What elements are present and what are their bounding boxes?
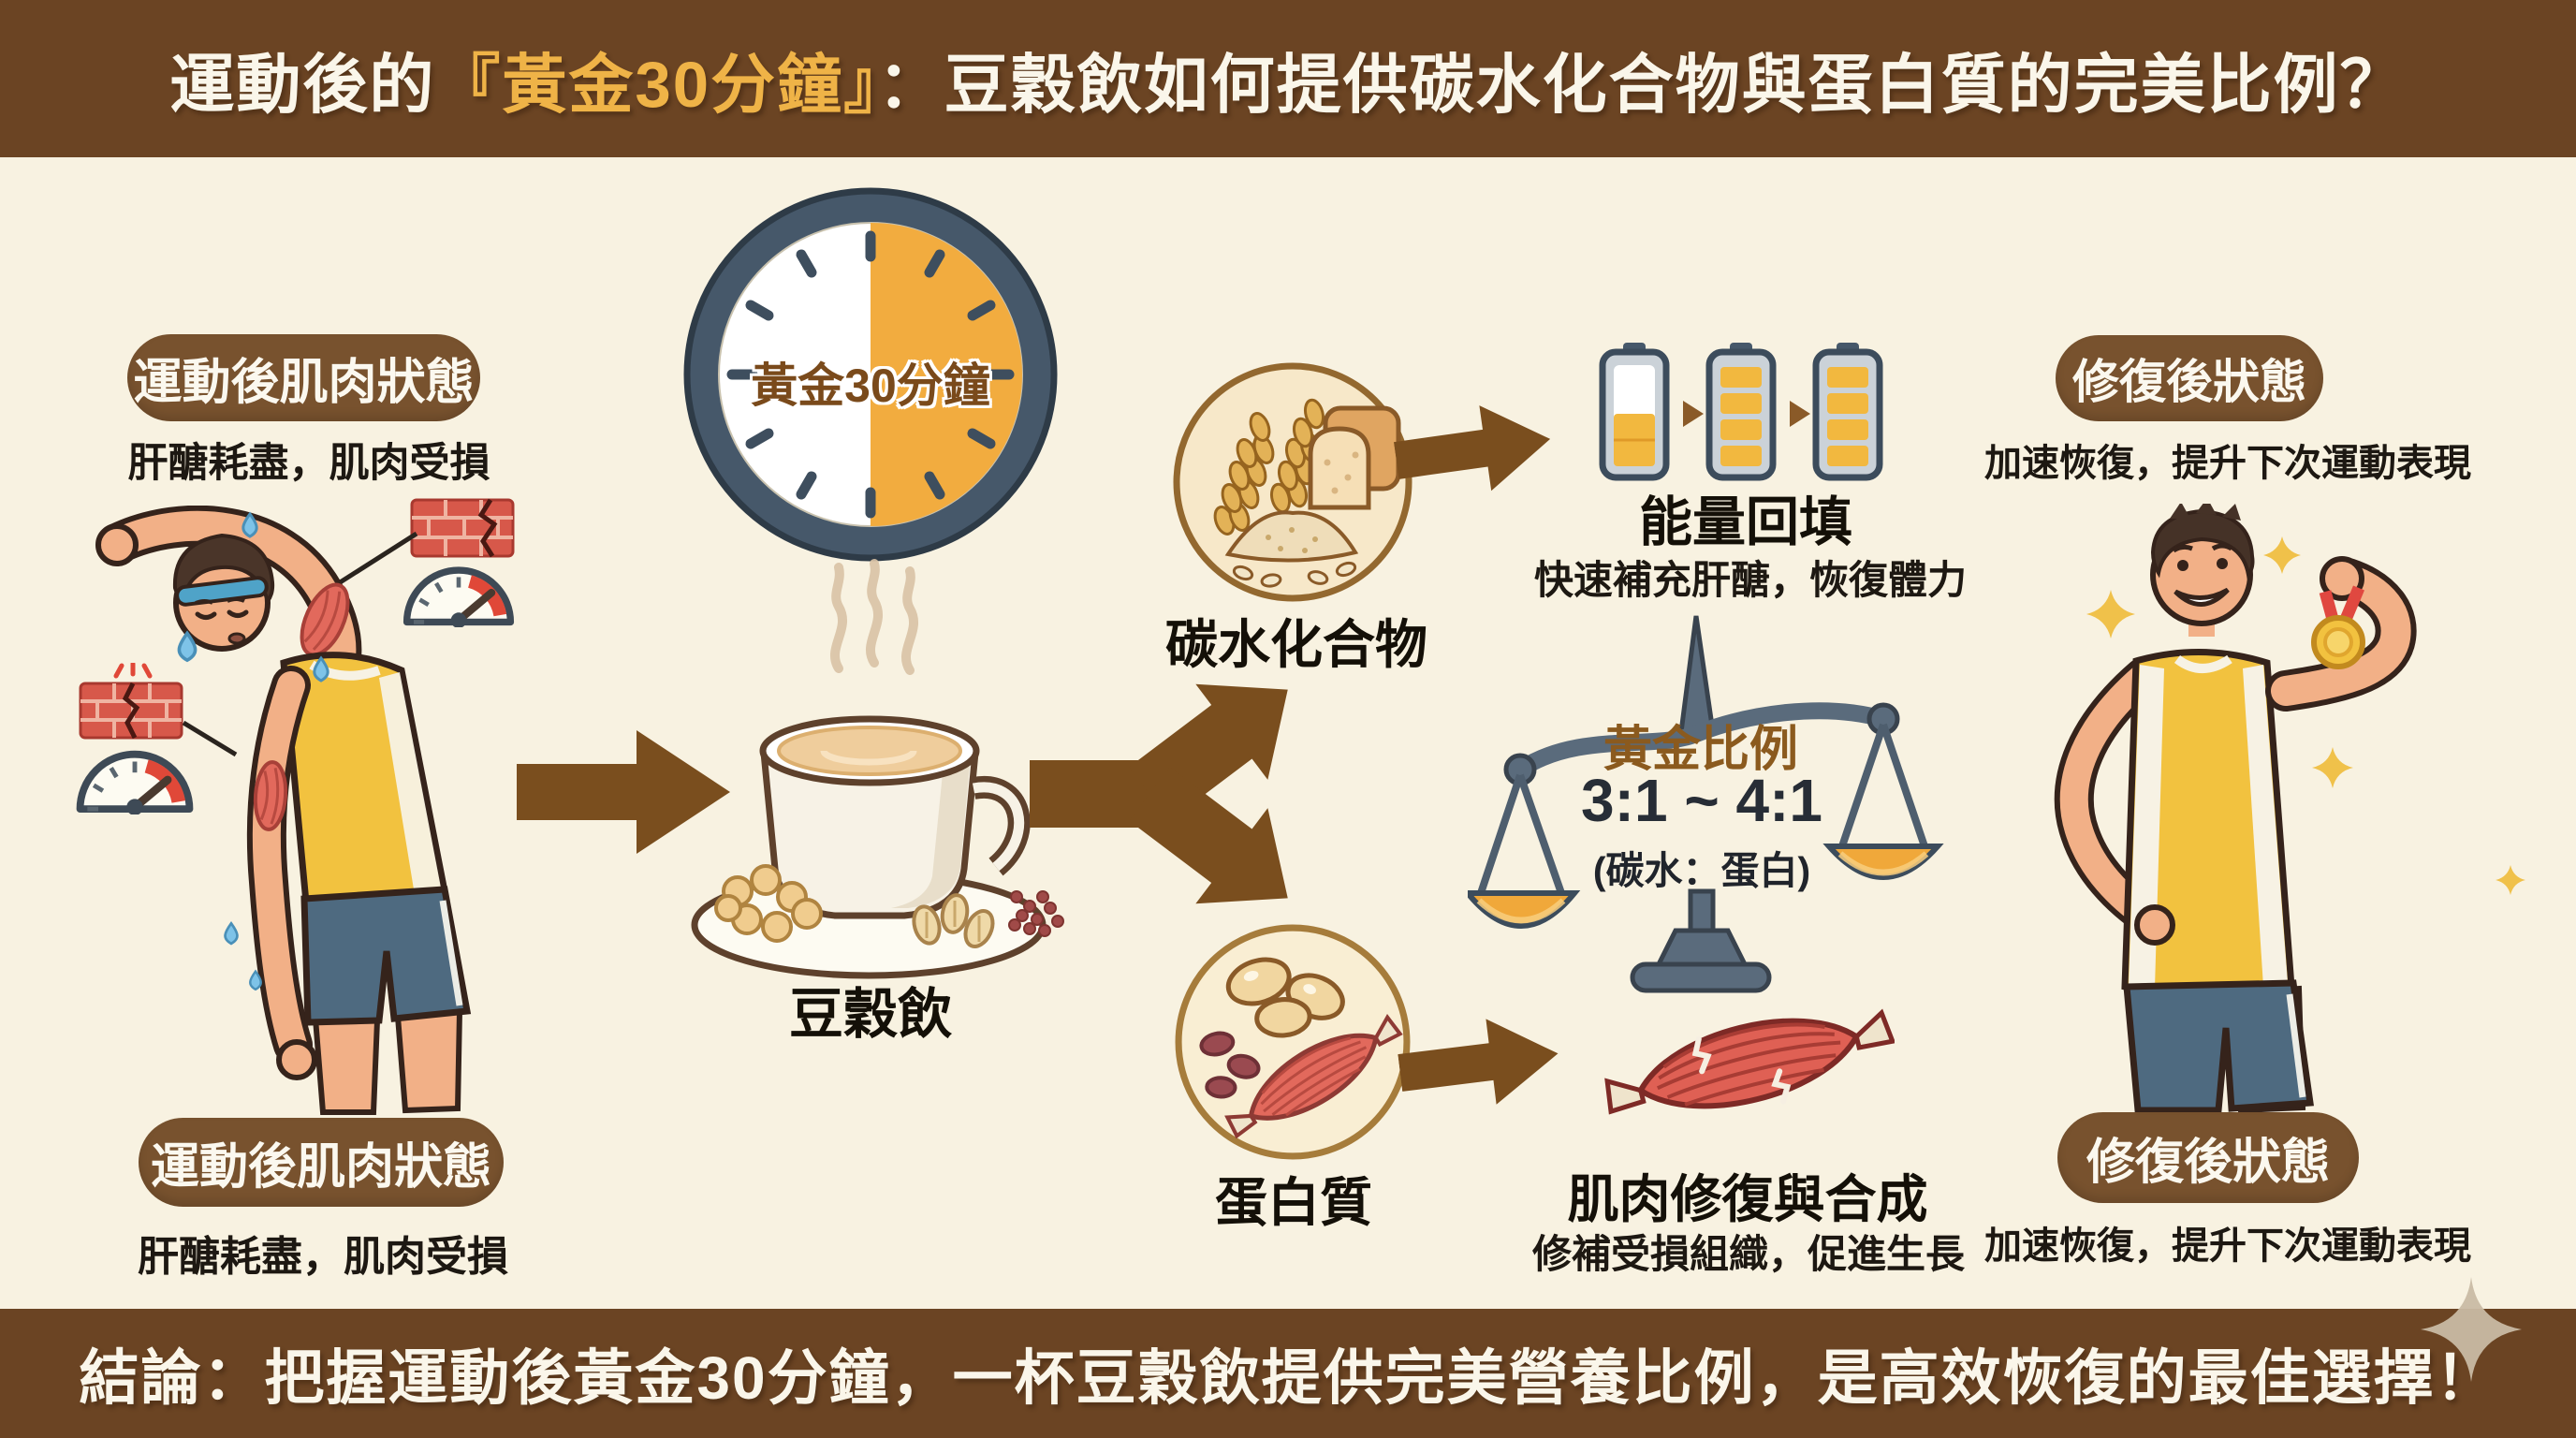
- clock-label: 黃金30分鐘: [751, 360, 990, 412]
- soybeans: [1225, 957, 1345, 1038]
- muscle-icon: [1604, 1008, 1895, 1115]
- recovered-state-desc-bottom: 加速恢復，提升下次運動表現: [1984, 1225, 2471, 1267]
- red-bean-cluster: [1008, 890, 1064, 937]
- title-banner: 運動後的『黃金30分鐘』：豆穀飲如何提供碳水化合物與蛋白質的完美比例？: [0, 0, 2576, 157]
- ratio-sub: (碳水：蛋白): [1592, 849, 1811, 892]
- gauge-icon: [402, 566, 515, 627]
- title-pre: 運動後的: [169, 49, 436, 121]
- drink-cup-icon: [691, 559, 1064, 979]
- sweat-drops: [177, 511, 329, 991]
- ratio-value: 3:1 ~ 4:1: [1581, 767, 1822, 834]
- muscle-state-desc-top: 肝醣耗盡，肌肉受損: [127, 441, 490, 486]
- cracked-wall-icon: [79, 663, 183, 740]
- bread-loaf: [1308, 405, 1401, 510]
- title-post: ：豆穀飲如何提供碳水化合物與蛋白質的完美比例？: [877, 49, 2407, 121]
- medal-icon: [2311, 585, 2365, 669]
- protein-label: 蛋白質: [1215, 1173, 1372, 1232]
- conclusion-text: 結論：把握運動後黃金30分鐘，一杯豆穀飲提供完美營養比例，是高效恢復的最佳選擇！: [79, 1344, 2497, 1412]
- sparkle-icon: [2421, 1277, 2522, 1382]
- callout-line: [182, 720, 238, 757]
- oat-grains: [912, 893, 995, 948]
- muscle-result-desc: 修補受損組織，促進生長: [1531, 1232, 1965, 1276]
- energy-result-title: 能量回填: [1639, 492, 1852, 552]
- battery-charging-icon: [1599, 343, 1883, 481]
- headband: [175, 576, 269, 607]
- muscle-result-title: 肌肉修復與合成: [1567, 1170, 1928, 1228]
- conclusion-banner: 結論：把握運動後黃金30分鐘，一杯豆穀飲提供完美營養比例，是高效恢復的最佳選擇！: [0, 1309, 2576, 1438]
- crack-marks: [1691, 1035, 1792, 1105]
- flour-pile: [1224, 510, 1359, 588]
- clock-ticks: [726, 230, 1015, 519]
- tired-athlete-figure: [95, 506, 472, 1115]
- sparkle-icon: [2086, 536, 2525, 895]
- callout-line: [332, 531, 418, 589]
- recovered-athlete-figure: [2054, 504, 2525, 1114]
- grains-bread-icon: [1173, 362, 1412, 602]
- page-title: 運動後的『黃金30分鐘』：豆穀飲如何提供碳水化合物與蛋白質的完美比例？: [169, 32, 2406, 125]
- ratio-title: 黃金比例: [1603, 723, 1798, 777]
- recovered-state-desc-top: 加速恢復，提升下次運動表現: [1984, 443, 2471, 484]
- recovered-state-badge-bottom: 修復後狀態: [2057, 1112, 2359, 1203]
- red-beans: [1199, 1031, 1261, 1099]
- steam: [829, 559, 919, 675]
- damaged-forearm: [253, 760, 288, 831]
- arrow-right-icon: [1398, 1019, 1559, 1105]
- cracked-wall-icon: [410, 498, 515, 558]
- arrow-right-icon: [1393, 405, 1551, 492]
- beans-muscle-icon: [1175, 924, 1411, 1160]
- carb-label: 碳水化合物: [1165, 615, 1427, 674]
- energy-result-desc: 快速補充肝醣，恢復體力: [1533, 558, 1967, 602]
- balance-scale-icon: [1468, 615, 1944, 993]
- title-highlight: 『黃金30分鐘』: [435, 49, 878, 121]
- muscle-state-badge-top: 運動後肌肉狀態: [127, 334, 480, 421]
- recovered-state-badge-top: 修復後狀態: [2056, 335, 2323, 421]
- soybeans: [714, 864, 823, 943]
- muscle-state-desc-bottom: 肝醣耗盡，肌肉受損: [138, 1234, 508, 1280]
- drink-label: 豆穀飲: [788, 984, 952, 1045]
- muscle-state-badge-bottom: 運動後肌肉狀態: [139, 1118, 504, 1207]
- clock-icon: [683, 187, 1058, 562]
- muscle-spindle: [1224, 1013, 1403, 1139]
- gauge-icon: [76, 750, 194, 814]
- fork-arrow-icon: [1030, 683, 1288, 904]
- arrow-right-icon: [517, 730, 730, 854]
